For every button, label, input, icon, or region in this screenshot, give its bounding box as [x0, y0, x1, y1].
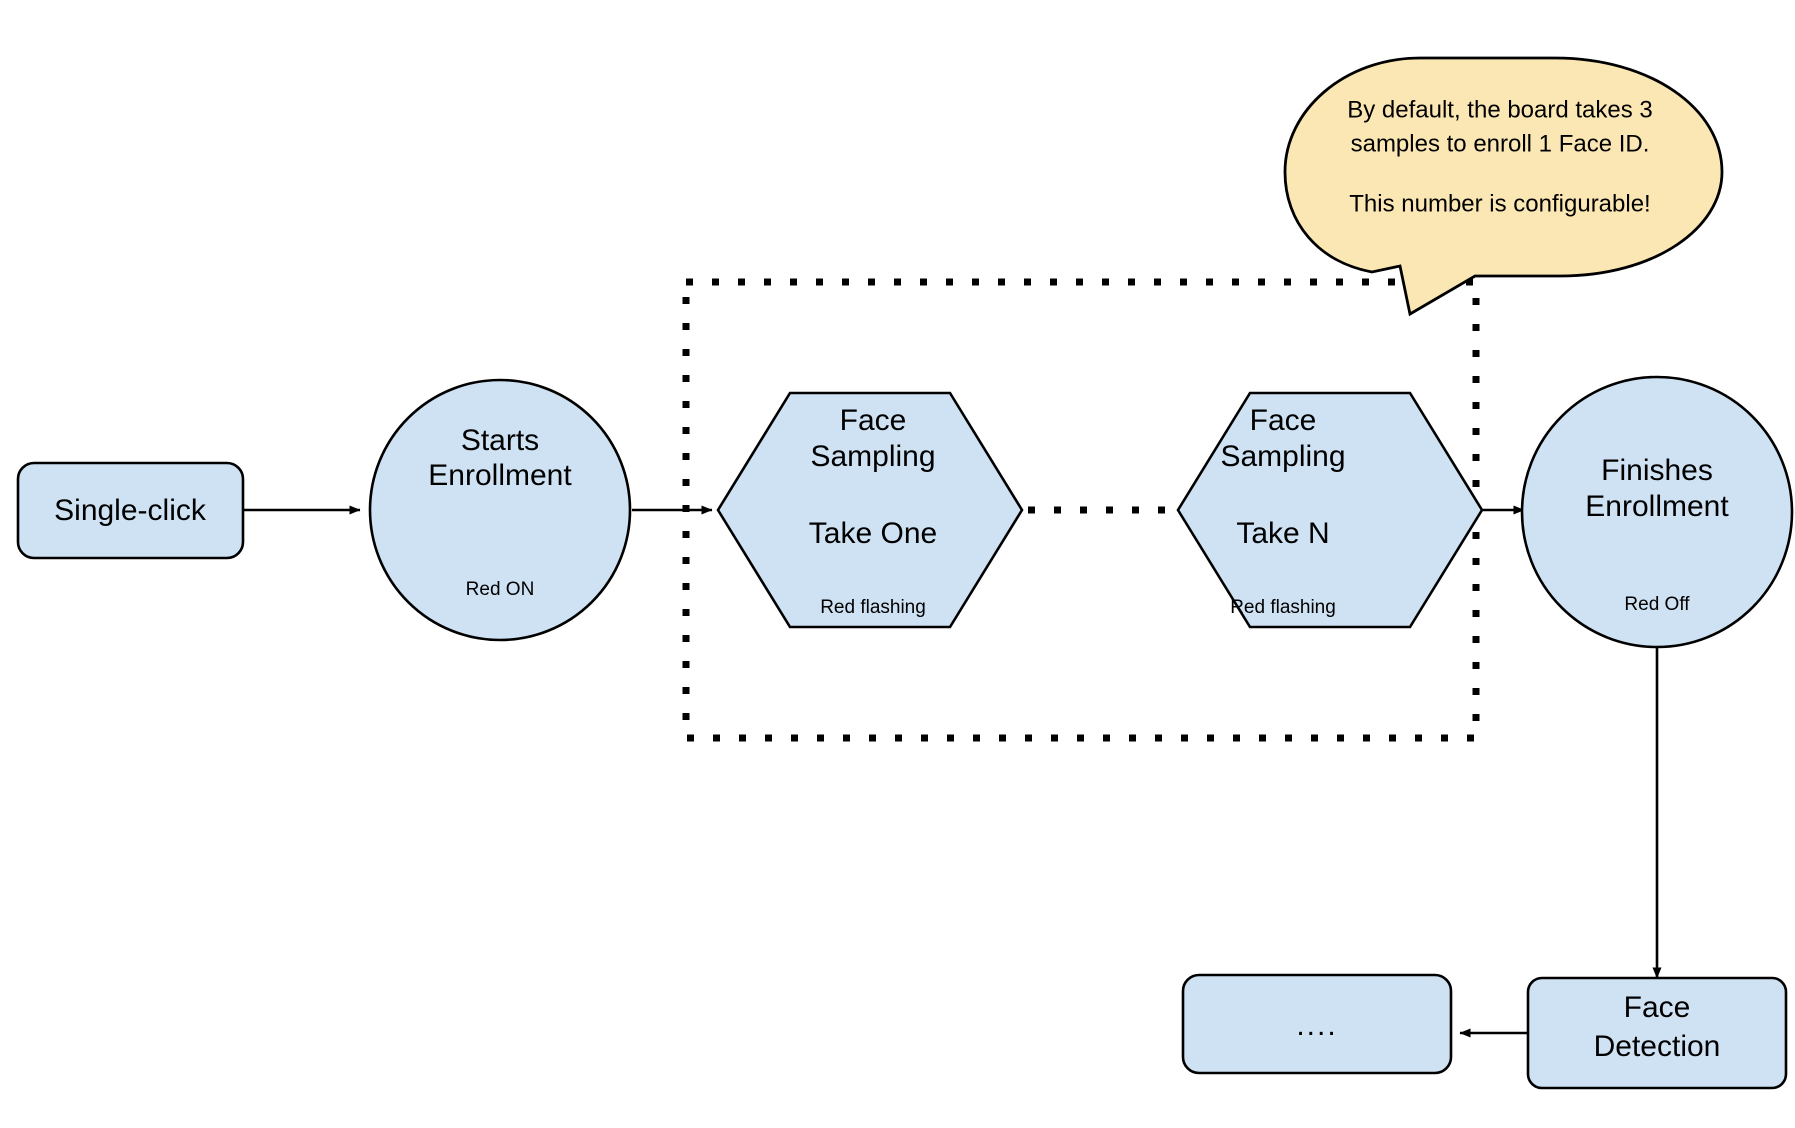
- starts-enrollment-line1: Starts: [461, 424, 539, 457]
- node-face-detection[interactable]: Face Detection: [1526, 976, 1788, 1090]
- face-sampling-n-shape[interactable]: [1176, 391, 1484, 629]
- face-sampling-one-shape[interactable]: [716, 391, 1024, 629]
- face-sampling-one-line1: Face: [840, 404, 907, 437]
- node-single-click[interactable]: Single-click: [16, 461, 245, 560]
- more-steps-shape[interactable]: [1181, 973, 1453, 1075]
- callout-line-2: samples to enroll 1 Face ID.: [1351, 130, 1650, 157]
- finishes-enrollment-line2: Enrollment: [1585, 490, 1729, 523]
- single-click-shape[interactable]: [16, 461, 245, 560]
- starts-enrollment-line2: Enrollment: [428, 459, 572, 492]
- callout-line-1: By default, the board takes 3: [1347, 96, 1653, 123]
- face-detection-line1: Face: [1624, 991, 1691, 1024]
- node-face-sampling-n[interactable]: Face Sampling Take N Red flashing: [1176, 391, 1484, 629]
- face-sampling-n-line2: Sampling: [1220, 440, 1345, 473]
- callout-bubble: By default, the board takes 3 samples to…: [1283, 56, 1724, 317]
- node-starts-enrollment[interactable]: Starts Enrollment Red ON: [368, 378, 632, 642]
- face-sampling-one-take: Take One: [809, 517, 937, 550]
- node-finishes-enrollment[interactable]: Finishes Enrollment Red Off: [1520, 375, 1794, 649]
- finishes-enrollment-status: Red Off: [1624, 594, 1690, 615]
- face-sampling-n-status: Red flashing: [1230, 597, 1336, 618]
- single-click-label: Single-click: [54, 494, 207, 527]
- callout-line-3: This number is configurable!: [1349, 190, 1650, 217]
- callout-bubble-shape: [1283, 56, 1724, 317]
- more-steps-label: ....: [1296, 1009, 1337, 1042]
- face-detection-shape[interactable]: [1526, 976, 1788, 1090]
- face-sampling-one-line2: Sampling: [810, 440, 935, 473]
- face-sampling-one-status: Red flashing: [820, 597, 926, 618]
- face-sampling-n-line1: Face: [1250, 404, 1317, 437]
- starts-enrollment-shape[interactable]: [368, 378, 632, 642]
- finishes-enrollment-line1: Finishes: [1601, 454, 1713, 487]
- node-more-steps[interactable]: ....: [1181, 973, 1453, 1075]
- node-face-sampling-one[interactable]: Face Sampling Take One Red flashing: [716, 391, 1024, 629]
- face-detection-line2: Detection: [1594, 1030, 1721, 1063]
- finishes-enrollment-shape[interactable]: [1520, 375, 1794, 649]
- starts-enrollment-status: Red ON: [466, 579, 535, 600]
- face-sampling-n-take: Take N: [1236, 517, 1329, 550]
